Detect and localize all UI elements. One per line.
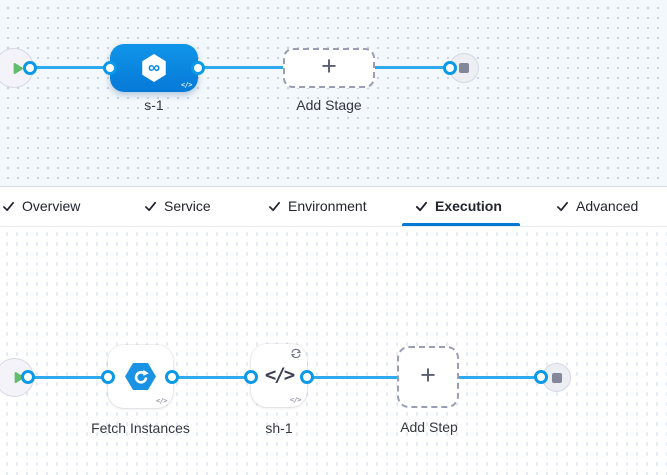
- check-icon: [557, 201, 568, 211]
- stage-label: s-1: [144, 97, 164, 113]
- check-icon: [3, 201, 14, 211]
- active-tab-indicator: [402, 223, 520, 226]
- tab-label: Service: [164, 198, 211, 214]
- tab-label: Overview: [22, 198, 81, 214]
- add-step-label: Add Step: [400, 419, 458, 435]
- end-port[interactable]: [443, 61, 457, 75]
- stage-node-s1[interactable]: ∞ </>: [110, 44, 198, 92]
- code-view-icon[interactable]: </>: [180, 81, 193, 89]
- cd-stage-icon: ∞: [142, 54, 166, 82]
- code-view-icon[interactable]: </>: [289, 396, 302, 404]
- add-step-button[interactable]: +: [397, 346, 459, 408]
- tab-advanced[interactable]: Advanced: [556, 188, 638, 224]
- plus-icon: +: [420, 360, 436, 390]
- code-view-icon[interactable]: </>: [155, 397, 168, 405]
- stage-out-port[interactable]: [191, 61, 205, 75]
- check-icon: [145, 201, 156, 211]
- check-icon: [269, 201, 280, 211]
- step-label: sh-1: [265, 420, 293, 436]
- end-port[interactable]: [534, 370, 548, 384]
- start-port[interactable]: [23, 61, 37, 75]
- add-stage-label: Add Stage: [296, 97, 362, 113]
- fetch-instances-icon: [125, 363, 156, 390]
- step-node-sh1[interactable]: </> </>: [251, 344, 307, 407]
- shell-script-icon: </>: [264, 364, 295, 386]
- tab-execution[interactable]: Execution: [415, 188, 502, 224]
- add-stage-button[interactable]: +: [283, 48, 375, 88]
- step-in-port[interactable]: [244, 370, 258, 384]
- step-out-port[interactable]: [165, 370, 179, 384]
- stage-graph-canvas[interactable]: ∞ </> s-1 + Add Stage: [0, 0, 667, 186]
- tab-environment[interactable]: Environment: [268, 188, 367, 224]
- execution-graph-canvas[interactable]: </> Fetch Instances </> </> sh-1 + Ad: [0, 227, 667, 475]
- check-icon: [415, 201, 428, 211]
- start-port[interactable]: [21, 370, 35, 384]
- stop-icon: [459, 63, 469, 73]
- tab-label: Execution: [435, 198, 502, 214]
- stage-in-port[interactable]: [103, 61, 117, 75]
- tab-label: Environment: [288, 198, 367, 214]
- step-out-port[interactable]: [300, 370, 314, 384]
- tab-label: Advanced: [576, 198, 639, 214]
- tab-service[interactable]: Service: [144, 188, 211, 224]
- stop-icon: [551, 372, 562, 383]
- play-icon: [14, 372, 24, 383]
- play-icon: [13, 62, 23, 74]
- plus-icon: +: [321, 51, 337, 81]
- step-in-port[interactable]: [101, 370, 115, 384]
- step-node-fetch-instances[interactable]: </>: [108, 345, 173, 408]
- step-label: Fetch Instances: [91, 420, 190, 436]
- sync-arrow-glyph: [134, 369, 149, 384]
- connector-line: [30, 66, 452, 69]
- tab-overview[interactable]: Overview: [2, 188, 80, 224]
- stage-config-tabbar: Overview Service Environment Execution A…: [0, 186, 667, 227]
- infinity-glyph: ∞: [147, 57, 161, 77]
- loop-strategy-icon: [290, 348, 302, 359]
